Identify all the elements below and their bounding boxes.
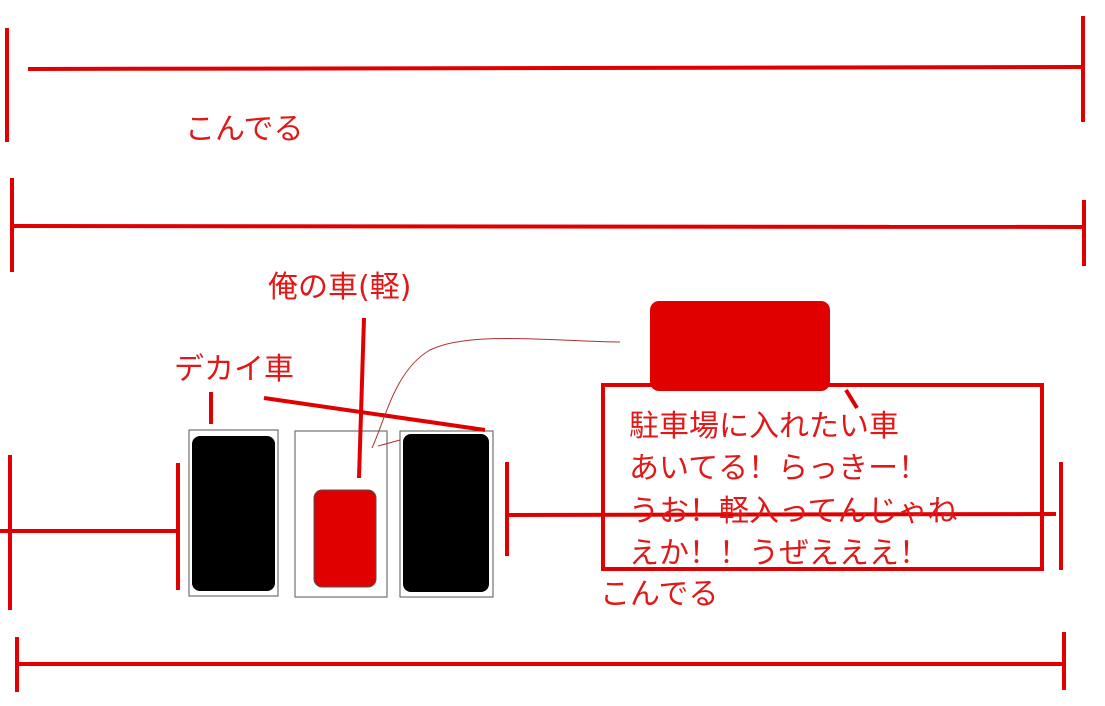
parking-row-left-road — [0, 455, 180, 610]
parking-slot-2 — [294, 430, 388, 598]
big-car-label: デカイ車 — [174, 352, 294, 387]
car-pointer — [844, 388, 859, 410]
congested-label-bottom: こんでる — [600, 577, 719, 612]
callout-line-1: 駐車場に入れたい車 — [629, 409, 899, 444]
callout-box: 駐車場に入れたい車 あいてる！らっきー！ うお！軽入ってんじゃね えか！！うぜえ… — [601, 383, 1044, 571]
top-lane-line — [27, 65, 1082, 71]
right-road-line — [506, 512, 1057, 517]
big-car-left — [192, 436, 275, 591]
parking-slot-1 — [188, 429, 279, 597]
bottom-lane — [15, 632, 1066, 692]
my-car-pointer — [357, 317, 366, 479]
top-lane — [5, 16, 1085, 142]
callout-line-4: えか！！うぜえええ！ — [629, 536, 929, 571]
middle-lane — [10, 178, 1087, 272]
my-car-label: 俺の車(軽) — [268, 270, 412, 305]
trajectory-line — [371, 337, 621, 449]
parking-slot-3 — [399, 430, 494, 598]
middle-lane-line — [11, 224, 1087, 229]
big-car-pointer-right — [263, 396, 486, 432]
my-car-kei — [313, 489, 377, 588]
callout-line-2: あいてる！らっきー！ — [629, 451, 929, 486]
parking-slots — [188, 429, 494, 598]
car-wanting-to-park — [650, 301, 830, 391]
congested-label-top: こんでる — [185, 112, 304, 147]
callout-line-3: うお！軽入ってんじゃね — [629, 494, 958, 529]
big-car-right — [403, 434, 489, 592]
parking-row-right-road — [505, 462, 1063, 570]
